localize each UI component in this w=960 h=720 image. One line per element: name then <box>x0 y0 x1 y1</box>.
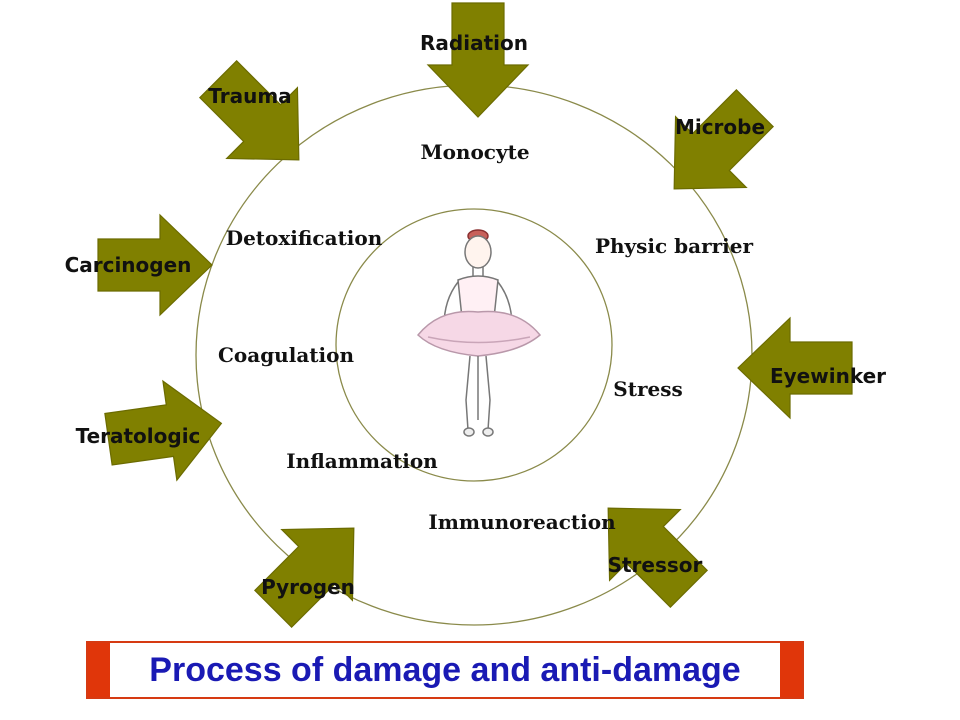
label-trauma: Trauma <box>208 84 291 108</box>
label-eyewinker: Eyewinker <box>770 364 886 388</box>
label-immunoreaction: Immunoreaction <box>428 510 616 534</box>
label-teratologic: Teratologic <box>76 424 201 448</box>
arrow-stressor <box>572 472 725 625</box>
arrow-microbe <box>638 72 791 225</box>
ballerina-figure <box>416 229 542 437</box>
arrow-trauma <box>182 43 335 196</box>
label-pyrogen: Pyrogen <box>261 575 355 599</box>
title-banner: Process of damage and anti-damage <box>86 641 804 699</box>
label-microbe: Microbe <box>675 115 765 139</box>
label-detoxification: Detoxification <box>226 226 383 250</box>
label-carcinogen: Carcinogen <box>65 253 192 277</box>
label-stress: Stress <box>613 377 682 401</box>
label-monocyte: Monocyte <box>420 140 529 164</box>
label-inflammation: Inflammation <box>286 449 438 473</box>
arrow-pyrogen <box>237 492 390 645</box>
label-stressor: Stressor <box>608 553 703 577</box>
label-physic-barrier: Physic barrier <box>595 234 754 258</box>
banner-accent-left <box>88 643 110 697</box>
arrow-radiation <box>427 2 529 118</box>
inner-circle <box>335 208 613 482</box>
label-coagulation: Coagulation <box>218 343 354 367</box>
slide-title: Process of damage and anti-damage <box>149 650 741 689</box>
label-radiation: Radiation <box>420 31 528 55</box>
banner-accent-right <box>780 643 802 697</box>
